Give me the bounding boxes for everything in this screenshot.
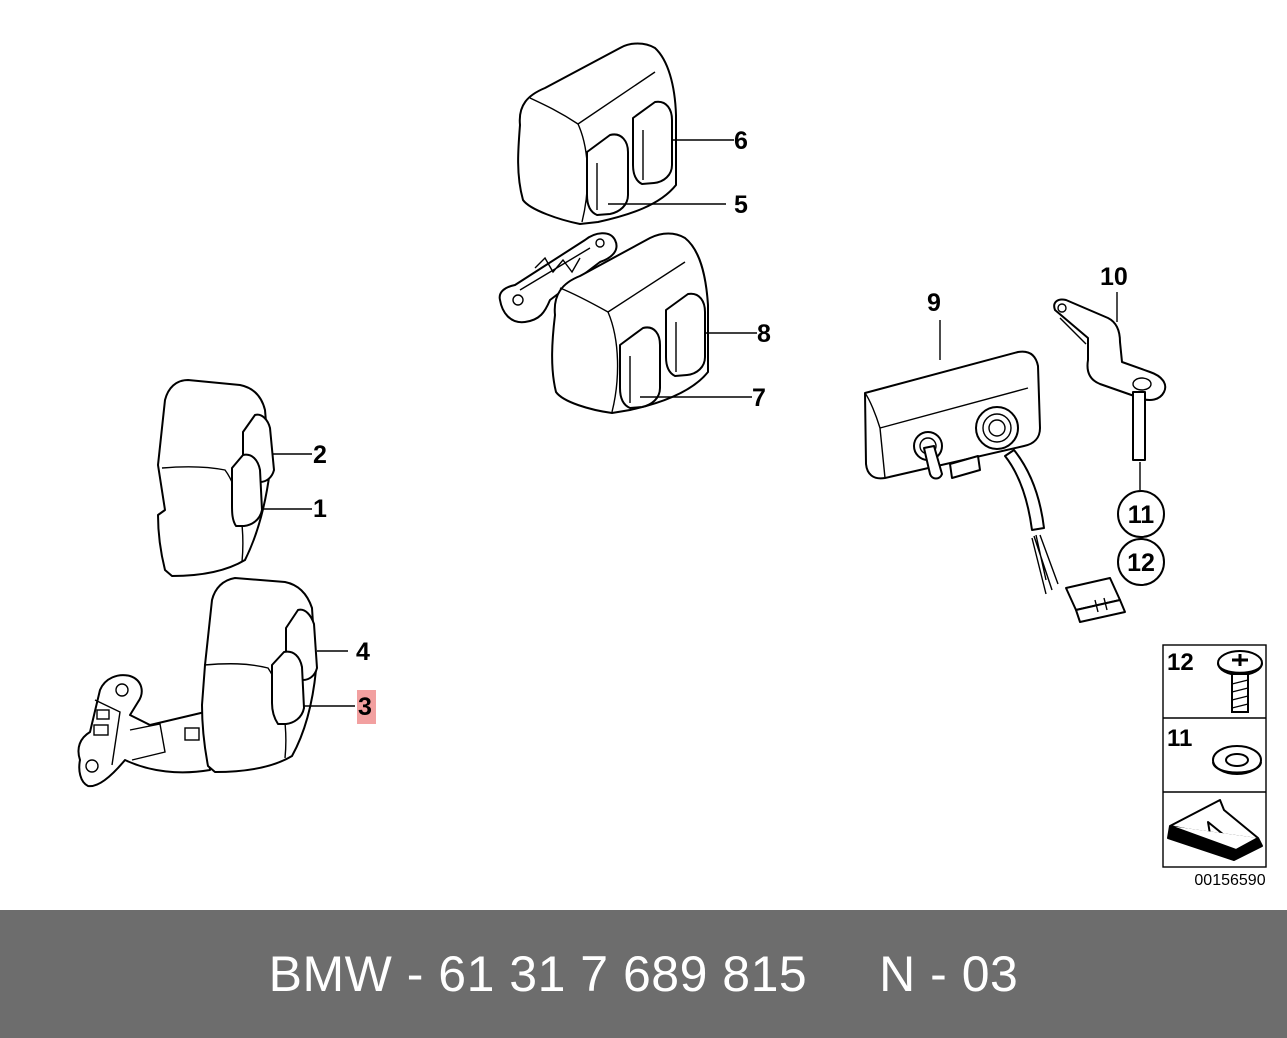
callout-1[interactable]: 1 xyxy=(313,495,327,523)
circled-callouts xyxy=(1117,490,1165,586)
callout-8[interactable]: 8 xyxy=(757,320,771,348)
parts-diagram: 6 5 8 7 2 1 4 3 9 10 11 12 12 11 0015659… xyxy=(77,42,1267,889)
direction-arrow-icon xyxy=(1167,799,1263,861)
control-module-9 xyxy=(864,320,1126,623)
legend-box xyxy=(1162,644,1267,868)
screw-icon xyxy=(1217,650,1263,713)
switch-housing-7-8 xyxy=(498,232,757,414)
callout-2[interactable]: 2 xyxy=(313,441,327,469)
footer-bar: BMW - 61 31 7 689 815 N - 03 xyxy=(0,910,1287,1038)
diagram-reference-id: 00156590 xyxy=(1194,872,1265,889)
callout-10[interactable]: 10 xyxy=(1100,263,1128,291)
callout-3[interactable]: 3 xyxy=(358,693,372,721)
callout-6[interactable]: 6 xyxy=(734,127,748,155)
part-number-caption: BMW - 61 31 7 689 815 N - 03 xyxy=(268,946,1019,1002)
legend-label-12: 12 xyxy=(1167,649,1194,676)
callout-4[interactable]: 4 xyxy=(356,638,370,666)
callout-11[interactable]: 11 xyxy=(1128,501,1155,529)
callout-7[interactable]: 7 xyxy=(752,384,766,412)
washer-icon xyxy=(1212,745,1262,775)
switch-housing-1-2 xyxy=(157,379,312,577)
switch-housing-3-4 xyxy=(77,577,355,788)
callout-9[interactable]: 9 xyxy=(927,289,941,317)
bracket-10 xyxy=(1053,292,1167,490)
callout-12[interactable]: 12 xyxy=(1127,549,1155,577)
callout-5[interactable]: 5 xyxy=(734,191,748,219)
legend-label-11: 11 xyxy=(1167,725,1192,752)
switch-housing-5-6 xyxy=(517,42,734,225)
callout-3-highlight xyxy=(357,690,376,724)
